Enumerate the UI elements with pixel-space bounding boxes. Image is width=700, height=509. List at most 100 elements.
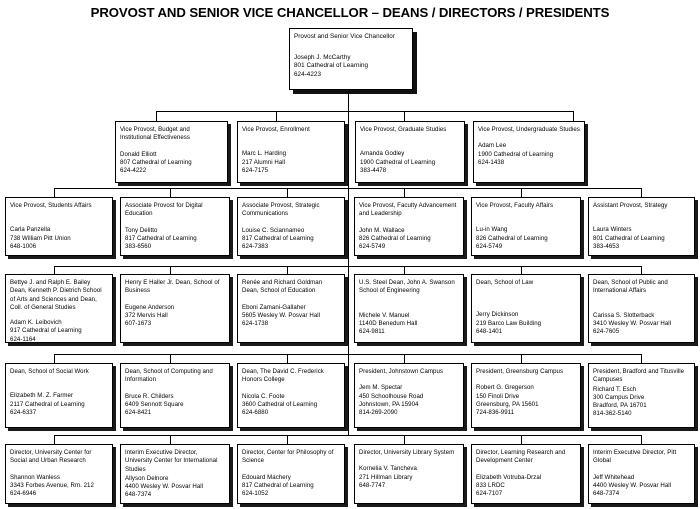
level4-stub-1	[54, 354, 55, 363]
trunk-line	[348, 90, 349, 435]
org-node-root[interactable]: Provost and Senior Vice Chancellor Josep…	[289, 28, 413, 90]
level2-stub-4	[404, 188, 405, 197]
org-node-director-philosophy-science[interactable]: Director, Center for Philosophy of Scien…	[237, 444, 345, 504]
org-node-details: Robert G. Gregerson 150 Finoli Drive Gre…	[476, 384, 539, 417]
org-node-details: Louise C. Sciannameo 817 Cathedral of Le…	[242, 226, 314, 251]
org-node-title: Provost and Senior Vice Chancellor	[294, 33, 395, 40]
org-node-title: President, Greensburg Campus	[476, 368, 564, 375]
org-node-dean-computing[interactable]: Dean, School of Computing and Informatio…	[120, 363, 230, 428]
org-node-details: Adam Lee 1900 Cathedral of Learning 624-…	[478, 142, 554, 166]
org-node-title: Dean, School of Public and International…	[593, 279, 668, 295]
org-node-details: Michele V. Manuel 1140D Benedum Hall 624…	[359, 311, 418, 336]
org-node-ap-digital-education[interactable]: Associate Provost for Digital Education …	[120, 197, 230, 256]
org-node-title: Vice Provost, Graduate Studies	[360, 126, 447, 133]
org-node-dean-gspia[interactable]: Dean, School of Public and International…	[588, 274, 695, 343]
level3-stub-1	[54, 266, 55, 274]
org-node-title: Vice Provost, Faculty Affairs	[476, 202, 554, 209]
org-node-dean-social-work[interactable]: Dean, School of Social Work Elizabeth M.…	[5, 363, 113, 428]
org-node-title: Director, Learning Research and Developm…	[476, 449, 566, 465]
level2-stub-3	[287, 188, 288, 197]
org-node-vp-enrollment[interactable]: Vice Provost, Enrollment Marc L. Harding…	[237, 121, 345, 183]
org-node-title: Vice Provost, Budget and Institutional E…	[120, 126, 190, 142]
level4-stub-5	[521, 354, 522, 363]
level3-stub-3	[287, 266, 288, 274]
org-node-details: Tony Delitto 817 Cathedral of Learning 3…	[125, 226, 197, 251]
org-node-details: Bruce R. Childers 6409 Sennott Square 62…	[125, 392, 184, 417]
level4-stub-6	[641, 354, 642, 363]
org-node-details: Jem M. Spectar 450 Schoolhouse Road John…	[359, 384, 424, 417]
level2-stub-1	[54, 188, 55, 197]
level1-stub-4	[573, 111, 574, 121]
org-node-details: Carissa S. Slotterback 3410 Wesley W. Po…	[593, 311, 672, 336]
level3-stub-4	[404, 266, 405, 274]
org-node-director-ucsur[interactable]: Director, University Center for Social a…	[5, 444, 113, 504]
org-node-details: Lu-in Wang 826 Cathedral of Learning 624…	[476, 226, 548, 250]
org-node-title: Vice Provost, Faculty Advancement and Le…	[359, 202, 457, 218]
org-node-details: Jerry Dickinson 219 Barco Law Building 6…	[476, 311, 542, 335]
level4-stub-4	[404, 354, 405, 363]
org-node-president-bradford[interactable]: President, Bradford and Titusville Campu…	[588, 363, 695, 428]
org-node-title: Renée and Richard Goldman Dean, School o…	[242, 279, 323, 295]
org-node-details: Nicola C. Foote 3600 Cathedral of Learni…	[242, 392, 318, 417]
org-node-title: Interim Executive Director, University C…	[125, 449, 218, 473]
org-node-details: Elizabeth Votruba-Drzal 833 LRDC 624-710…	[476, 473, 542, 498]
org-node-title: Associate Provost, Strategic Communicati…	[242, 202, 320, 218]
org-node-vp-faculty-advancement[interactable]: Vice Provost, Faculty Advancement and Le…	[354, 197, 464, 256]
org-node-title: Henry E Haller Jr. Dean, School of Busin…	[125, 279, 220, 295]
level1-stub-2	[276, 111, 277, 121]
org-node-director-library[interactable]: Director, University Library System Korn…	[354, 444, 464, 504]
level3-stub-5	[521, 266, 522, 274]
org-node-details: Edouard Machery 817 Cathedral of Learnin…	[242, 473, 314, 498]
level2-stub-2	[170, 188, 171, 197]
org-node-ap-strategic-communications[interactable]: Associate Provost, Strategic Communicati…	[237, 197, 345, 256]
org-node-vp-students-affairs[interactable]: Vice Provost, Students Affairs Carla Pan…	[5, 197, 113, 256]
page-title: PROVOST AND SENIOR VICE CHANCELLOR – DEA…	[90, 5, 610, 20]
org-node-title: Director, Center for Philosophy of Scien…	[242, 449, 334, 465]
org-node-title: Director, University Center for Social a…	[10, 449, 92, 465]
org-node-details: Adam K. Leibovich 917 Cathedral of Learn…	[10, 319, 82, 343]
org-node-director-ucis[interactable]: Interim Executive Director, University C…	[120, 444, 230, 504]
level2-bus	[54, 188, 642, 189]
org-node-title: Vice Provost, Undergraduate Studies	[478, 126, 580, 133]
org-node-title: Dean, The David C. Frederick Honors Coll…	[242, 368, 324, 384]
level5-stub-2	[170, 435, 171, 444]
org-node-details: Carla Panzella 738 William Pitt Union 64…	[10, 226, 71, 250]
org-node-president-greensburg[interactable]: President, Greensburg Campus Robert G. G…	[471, 363, 581, 428]
level1-bus	[156, 111, 573, 112]
org-node-vp-faculty-affairs[interactable]: Vice Provost, Faculty Affairs Lu-in Wang…	[471, 197, 581, 256]
org-node-dean-arts-sciences[interactable]: Bettye J. and Ralph E. Bailey Dean, Kenn…	[5, 274, 113, 343]
level2-stub-5	[521, 188, 522, 197]
org-node-vp-undergraduate[interactable]: Vice Provost, Undergraduate Studies Adam…	[473, 121, 585, 183]
org-node-ap-strategy[interactable]: Assistant Provost, Strategy Laura Winter…	[588, 197, 695, 256]
level5-bus	[54, 435, 642, 436]
org-node-title: Dean, School of Social Work	[10, 368, 89, 375]
org-node-president-johnstown[interactable]: President, Johnstown Campus Jem M. Spect…	[354, 363, 464, 428]
org-node-details: Allyson Delnore 4400 Wesley W. Posvar Ha…	[125, 474, 204, 499]
org-node-vp-budget[interactable]: Vice Provost, Budget and Institutional E…	[115, 121, 228, 183]
level5-stub-4	[404, 435, 405, 444]
org-node-details: Eboni Zamani-Gallaher 5605 Wesley W. Pos…	[242, 303, 321, 328]
org-node-details: Eugene Anderson 372 Mervis Hall 607-1673	[125, 303, 175, 328]
org-node-dean-law[interactable]: Dean, School of Law Jerry Dickinson 219 …	[471, 274, 581, 343]
org-node-details: Jeff Whitehead 4400 Wesley W. Posvar Hal…	[593, 473, 672, 498]
org-node-title: Assistant Provost, Strategy	[593, 202, 668, 209]
org-node-title: U.S. Steel Dean, John A. Swanson School …	[359, 279, 455, 295]
org-node-director-pitt-global[interactable]: Interim Executive Director, Pitt Global …	[588, 444, 695, 504]
level4-stub-2	[170, 354, 171, 363]
org-node-vp-graduate[interactable]: Vice Provost, Graduate Studies Amanda Go…	[355, 121, 465, 183]
org-node-details: Elizabeth M. Z. Farmer 2117 Cathedral of…	[10, 392, 85, 416]
org-node-title: Interim Executive Director, Pitt Global	[593, 449, 677, 465]
org-node-dean-engineering[interactable]: U.S. Steel Dean, John A. Swanson School …	[354, 274, 464, 343]
org-node-title: Vice Provost, Enrollment	[242, 126, 310, 133]
org-node-dean-education[interactable]: Renée and Richard Goldman Dean, School o…	[237, 274, 345, 343]
org-node-director-lrdc[interactable]: Director, Learning Research and Developm…	[471, 444, 581, 504]
level1-stub-1	[156, 111, 157, 121]
org-node-title: President, Bradford and Titusville Campu…	[593, 368, 685, 384]
org-node-dean-business[interactable]: Henry E Haller Jr. Dean, School of Busin…	[120, 274, 230, 343]
org-node-details: John M. Wallace 826 Cathedral of Learnin…	[359, 226, 431, 251]
level4-bus	[54, 354, 642, 355]
org-node-title: Dean, School of Law	[476, 279, 534, 286]
level3-bus	[54, 266, 642, 267]
org-node-dean-honors[interactable]: Dean, The David C. Frederick Honors Coll…	[237, 363, 345, 428]
